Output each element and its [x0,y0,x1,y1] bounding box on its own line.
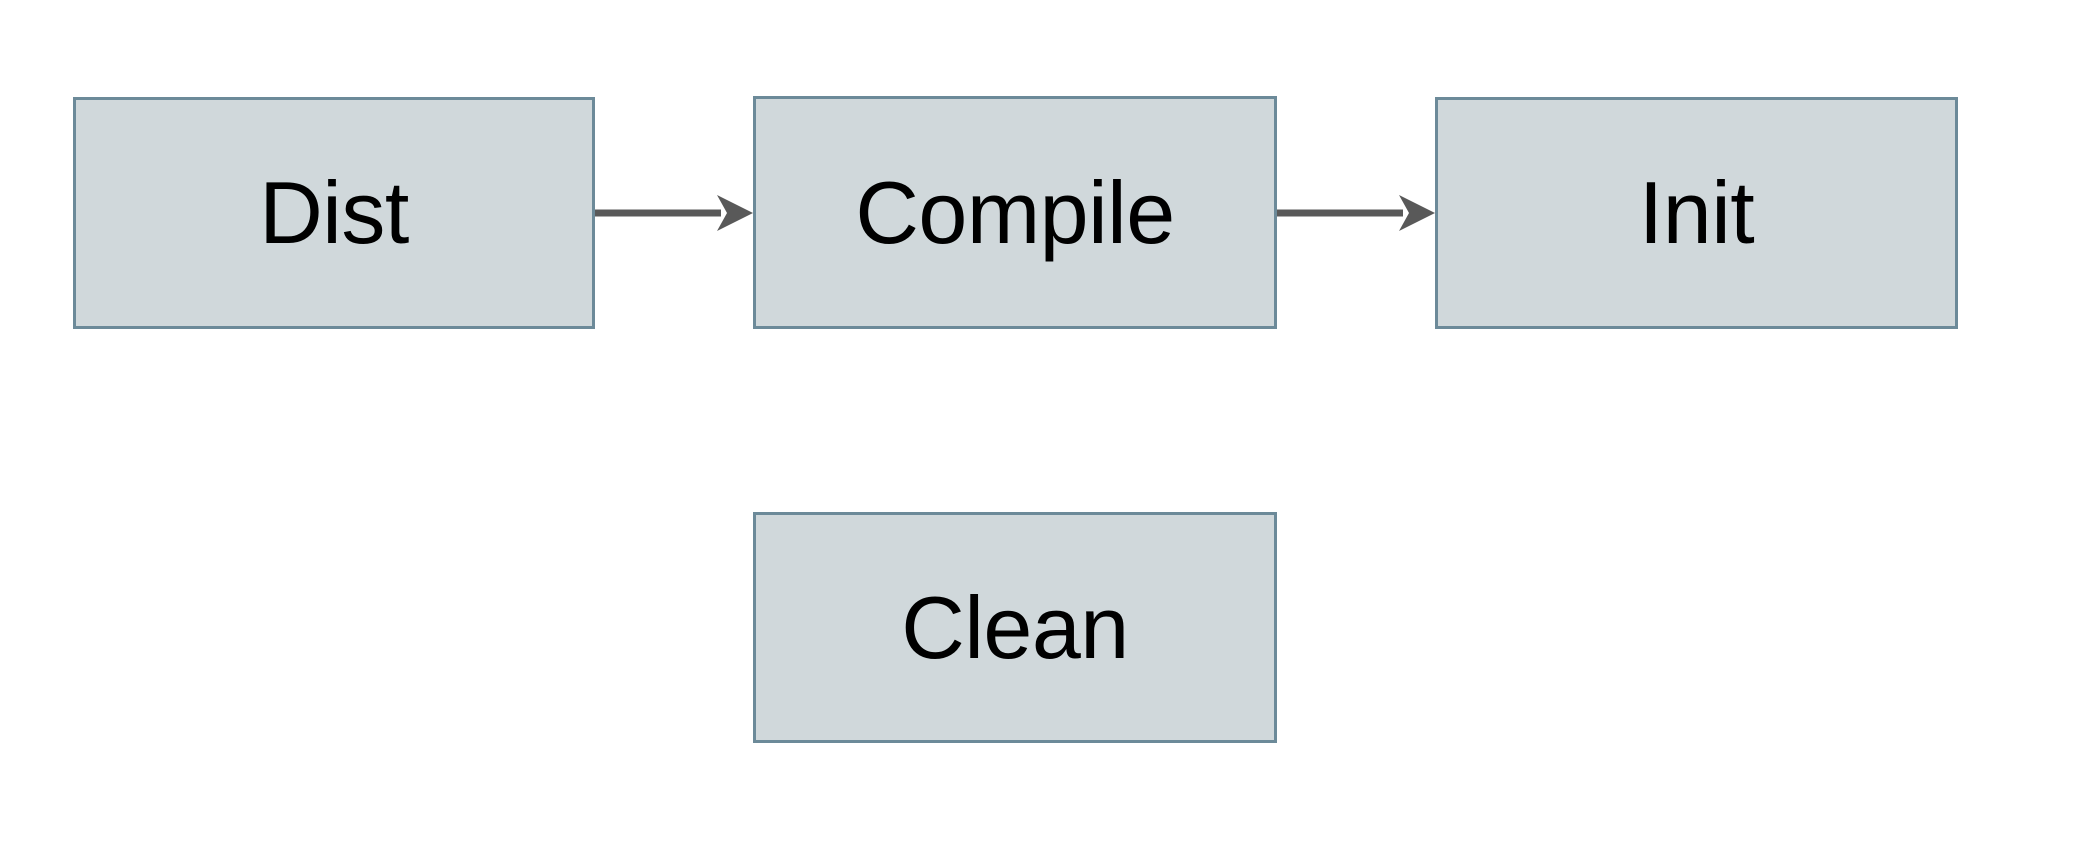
node-dist-label: Dist [259,163,409,262]
node-clean-label: Clean [901,577,1129,677]
node-init-label: Init [1638,163,1755,262]
node-compile[interactable]: Compile [753,96,1277,329]
node-dist[interactable]: Dist [73,97,595,329]
node-clean[interactable]: Clean [753,512,1277,743]
node-compile-label: Compile [855,162,1175,262]
node-init[interactable]: Init [1435,97,1958,329]
